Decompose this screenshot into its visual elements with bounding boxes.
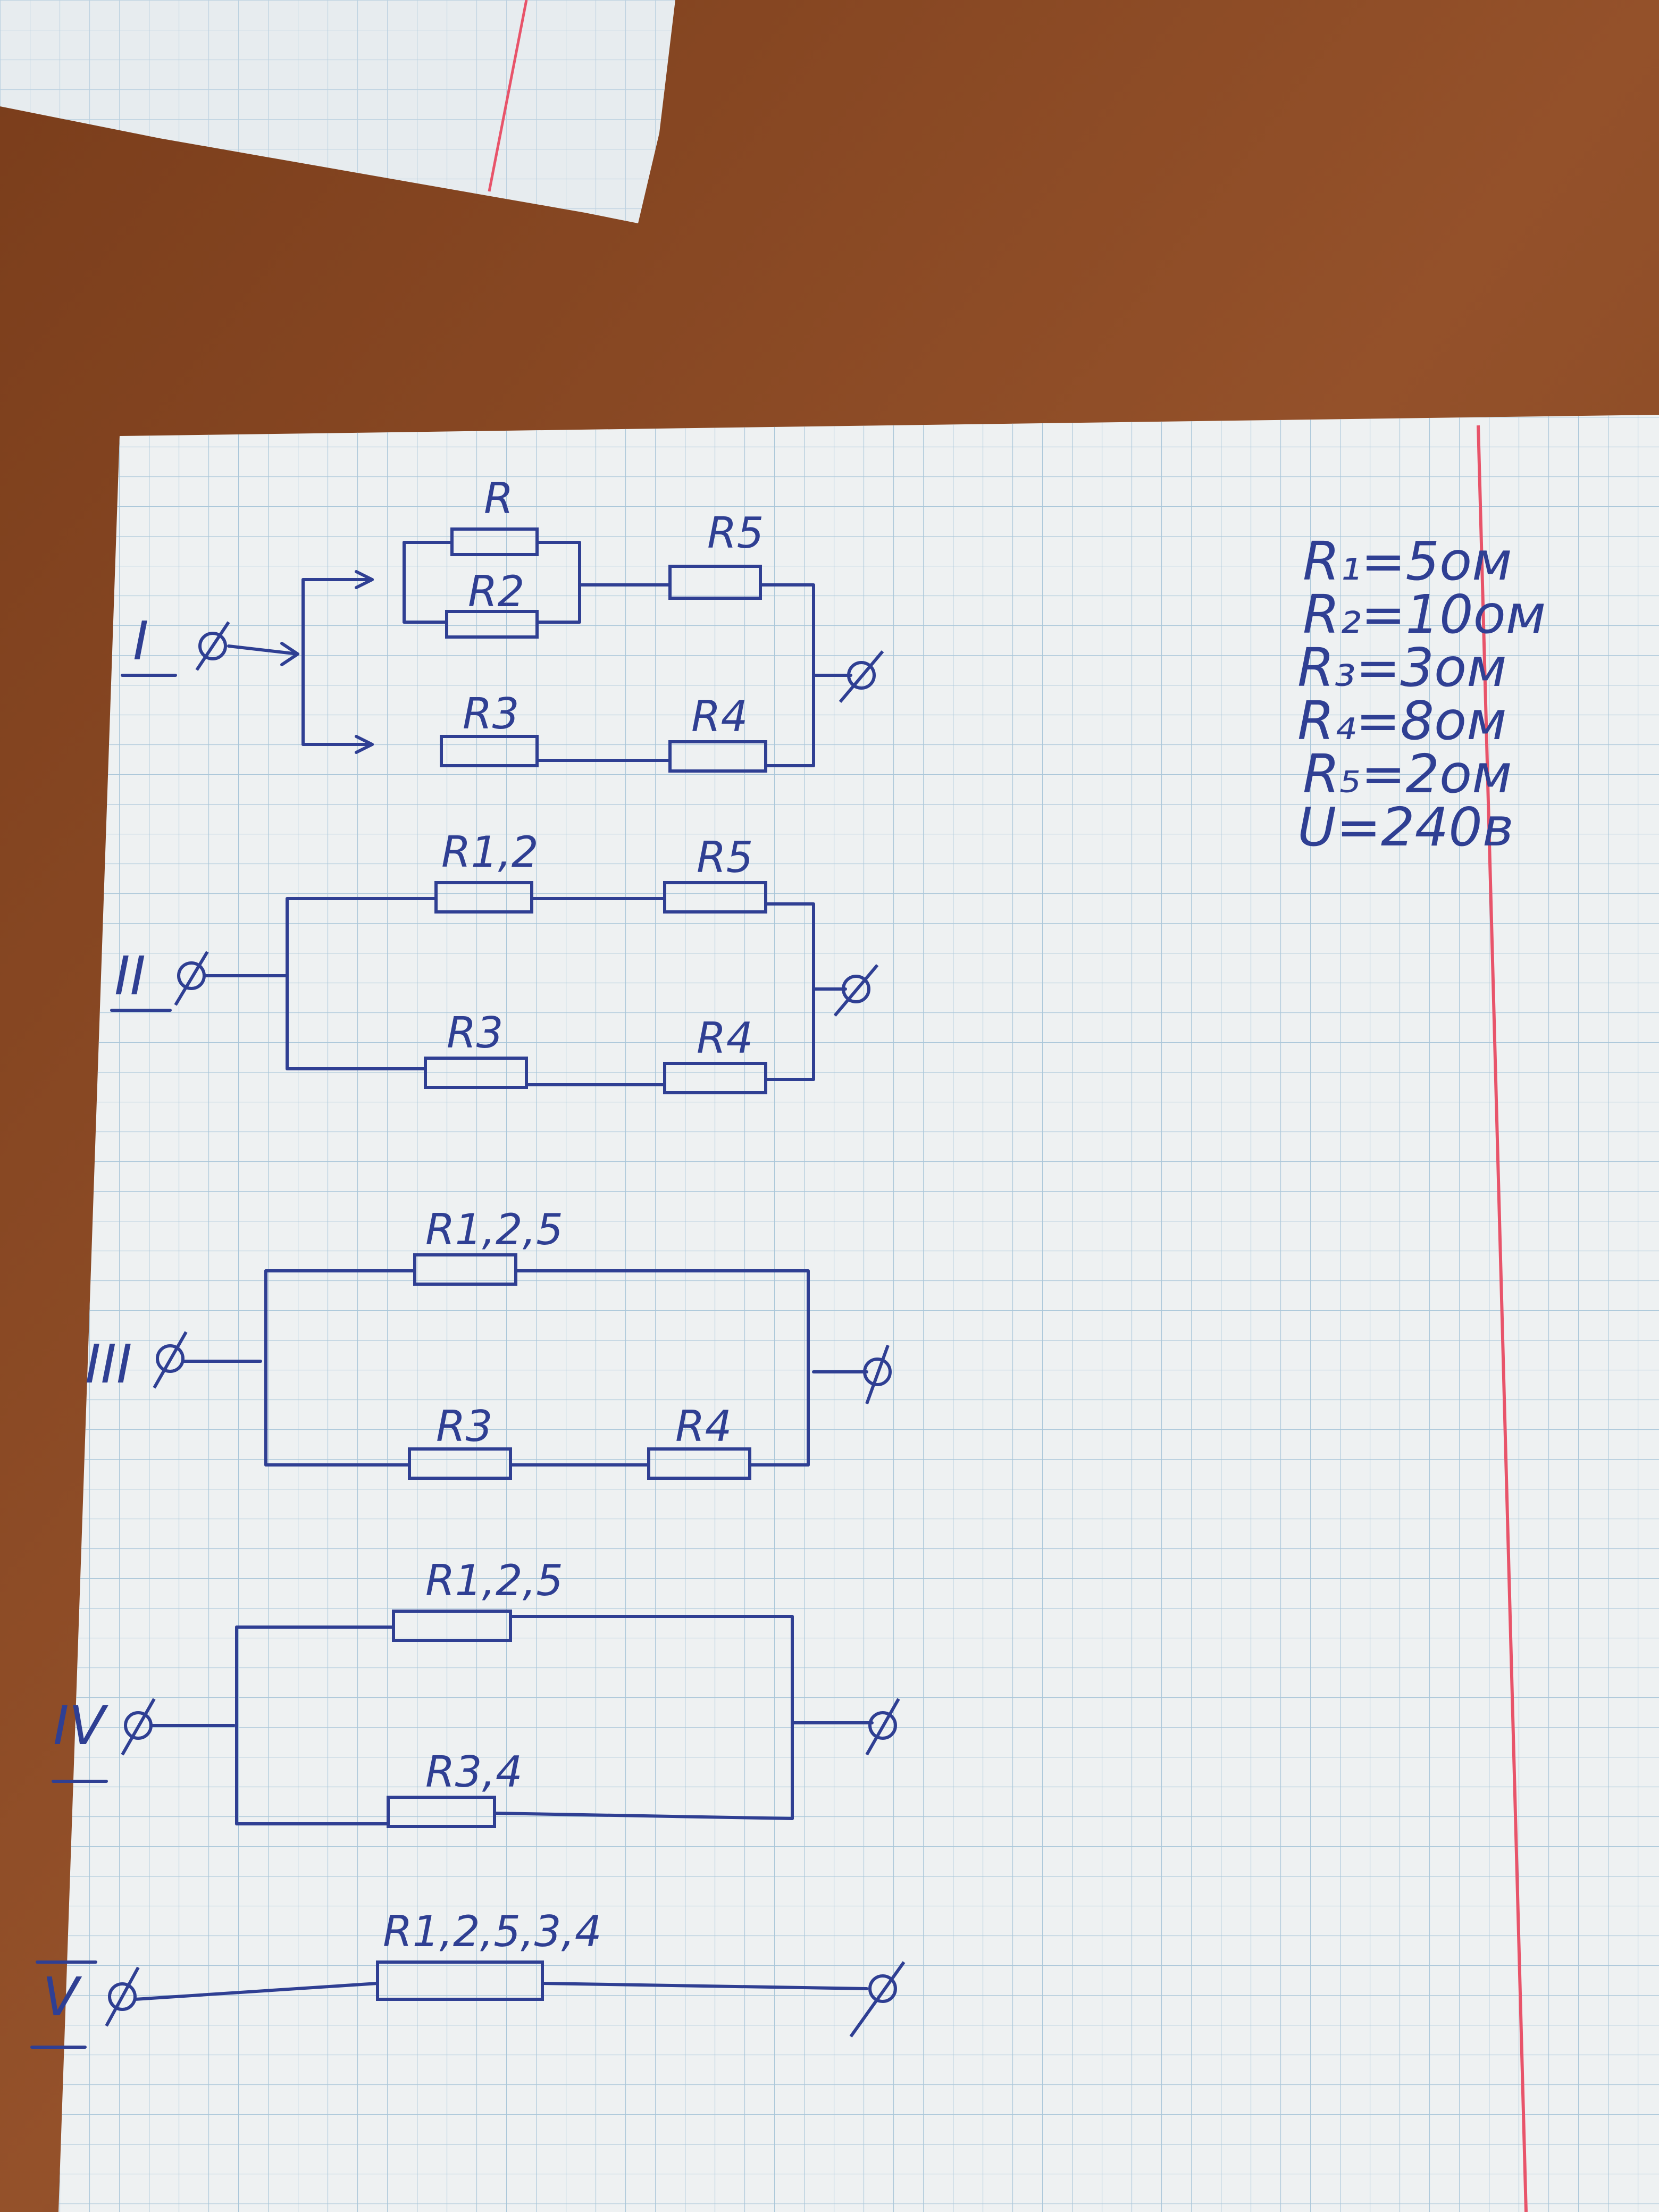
resistor-r5 bbox=[668, 565, 762, 600]
label-r12: R1,2 bbox=[441, 827, 539, 877]
label-r2: R2 bbox=[468, 567, 524, 616]
diagram-step-2: II R1,2 R5 R3 R4 bbox=[110, 827, 879, 1094]
label-r3-step2: R3 bbox=[447, 1008, 503, 1058]
label-r4-step3: R4 bbox=[675, 1402, 732, 1451]
input-terminal-3 bbox=[156, 1344, 185, 1373]
step-label-3: III bbox=[85, 1333, 132, 1395]
step-label-4: IV bbox=[53, 1695, 108, 1757]
resistor-r3-step2 bbox=[424, 1057, 528, 1089]
output-terminal-5 bbox=[868, 1974, 897, 2003]
diagram-step-1: I R R2 R5 R3 R4 bbox=[121, 474, 884, 773]
label-r125-step4: R1,2,5 bbox=[425, 1556, 563, 1605]
input-terminal-1 bbox=[198, 632, 227, 660]
given-line-4: R₄=8ом bbox=[1297, 690, 1507, 752]
step-label-2: II bbox=[114, 945, 146, 1007]
label-r4-step2: R4 bbox=[697, 1013, 753, 1063]
resistor-r12534 bbox=[376, 1960, 544, 2001]
label-r5-step2: R5 bbox=[697, 833, 753, 882]
input-terminal-5 bbox=[108, 1982, 137, 2011]
output-terminal-1 bbox=[847, 661, 876, 690]
resistor-r3 bbox=[440, 735, 539, 767]
label-r12534: R1,2,5,3,4 bbox=[383, 1907, 602, 1956]
notebook-sheet bbox=[58, 415, 1659, 2212]
resistor-r125-step4 bbox=[392, 1610, 512, 1642]
output-terminal-3 bbox=[863, 1358, 892, 1386]
resistor-r2 bbox=[445, 610, 539, 639]
step-label-5: V bbox=[43, 1966, 82, 2028]
label-r5: R5 bbox=[707, 508, 764, 558]
given-line-3: R₃=3ом bbox=[1297, 636, 1507, 699]
resistor-r4 bbox=[668, 740, 767, 773]
given-values: R₁=5ом R₂=10ом R₃=3ом R₄=8ом R₅=2ом U=24… bbox=[1297, 530, 1546, 858]
paper-scrap bbox=[0, 0, 675, 223]
label-r1: R bbox=[484, 474, 514, 523]
output-terminal-4 bbox=[868, 1711, 897, 1740]
output-terminal-2 bbox=[842, 975, 870, 1003]
step-label-1: I bbox=[133, 610, 149, 672]
diagram-step-5: V R1,2,5,3,4 bbox=[30, 1907, 906, 2049]
label-r3-step3: R3 bbox=[436, 1402, 492, 1451]
given-line-6: U=240в bbox=[1297, 796, 1514, 858]
diagram-step-4: IV R1,2,5 R3,4 bbox=[52, 1556, 900, 1828]
label-r125: R1,2,5 bbox=[425, 1205, 563, 1254]
given-line-2: R₂=10ом bbox=[1303, 583, 1546, 646]
label-r34: R3,4 bbox=[425, 1747, 523, 1797]
resistor-r5-step2 bbox=[663, 881, 767, 914]
diagram-step-3: III R1,2,5 R3 R4 bbox=[85, 1205, 892, 1480]
label-r4: R4 bbox=[691, 692, 748, 741]
label-r3: R3 bbox=[463, 689, 519, 739]
given-line-1: R₁=5ом bbox=[1303, 530, 1512, 592]
given-line-5: R₅=2ом bbox=[1303, 743, 1512, 805]
margin-line bbox=[1477, 425, 1528, 2212]
